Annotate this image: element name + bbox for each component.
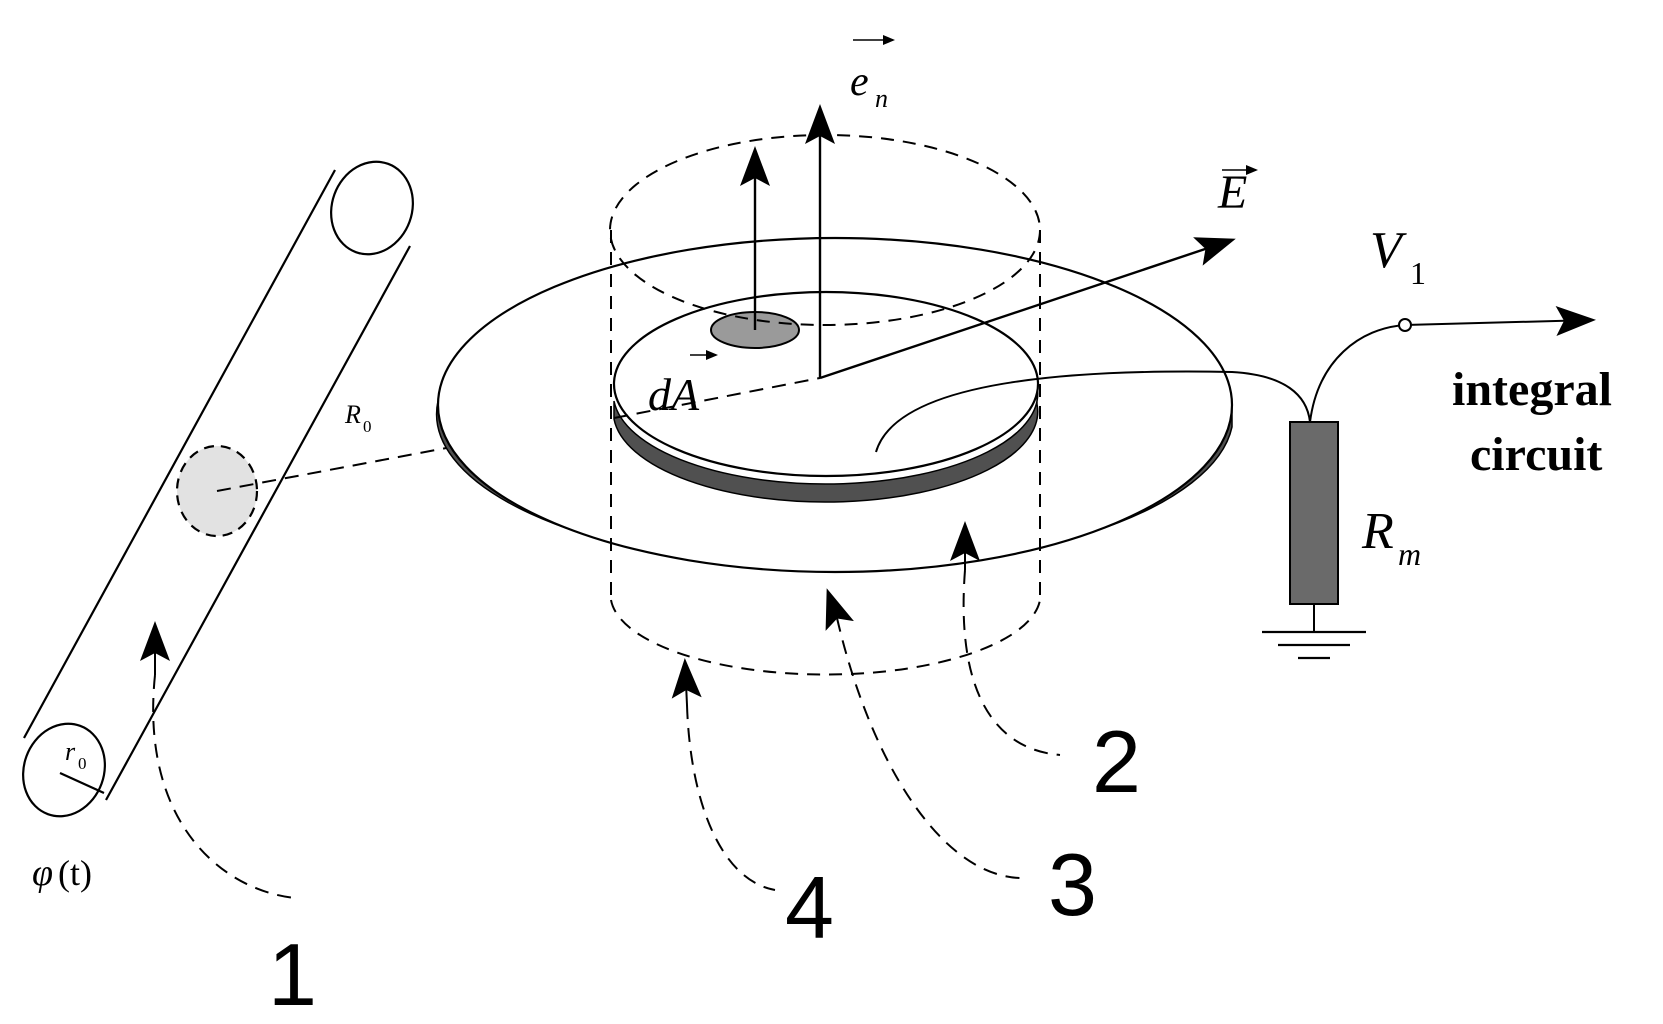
callout-number-2: 2 [1092,712,1141,811]
normal-vector-label: e n [850,35,895,113]
measuring-resistor-label: R m [1361,503,1421,572]
normal-vector-subscript: n [875,84,888,113]
conductor-radius-symbol: r [65,737,76,766]
conductor-near-end [22,722,106,818]
sensing-electrode-edge [613,385,1039,503]
output-voltage-subscript: 1 [1410,255,1426,291]
distance-label: R 0 [344,400,372,436]
callout-number-3: 3 [1048,835,1097,934]
area-element-label: dA [648,350,718,420]
callout-3-arrow [825,588,854,631]
callout-2-leader [962,569,1061,756]
conductor-edge-right [105,245,411,801]
signal-lead-wire [875,370,1311,453]
field-vector-arrow [819,237,1236,380]
conductor-radius-subscript: 0 [78,754,87,773]
output-voltage-label: V 1 [1370,222,1426,291]
normal-vector-symbol: e [850,59,869,105]
potential-argument: (t) [58,853,92,893]
potential-symbol: φ [32,852,53,894]
callout-4-leader [686,704,776,891]
callout-number-4: 4 [785,858,834,957]
measuring-resistor-subscript: m [1398,536,1421,572]
callout-4-arrow [671,658,702,706]
distance-line-inner [613,377,821,419]
potential-label: φ (t) [32,852,92,894]
conductor-radius-line [59,771,105,795]
conductor-far-end [330,160,414,256]
callout-number-1: 1 [268,925,317,1024]
distance-symbol: R [344,400,361,429]
measuring-resistor [1289,421,1339,605]
field-vector-symbol: E [1217,166,1247,219]
output-text-line2: circuit [1470,428,1602,481]
output-terminal [1398,318,1412,332]
measuring-resistor-symbol: R [1361,503,1394,560]
output-text-line1: integral [1452,363,1612,416]
gaussian-surface-bottom [610,599,1041,676]
distance-subscript: 0 [363,417,372,436]
area-element-symbol: dA [648,369,700,420]
callout-1-leader [152,674,296,899]
conductor-edge-left [23,169,336,739]
field-vector-label: E [1217,165,1258,219]
callout-3-leader [836,617,1021,879]
conductor-radius-label: r 0 [65,737,87,773]
output-voltage-symbol: V [1370,222,1407,279]
ground-symbol [1262,630,1366,660]
conductor-cylinder [22,160,414,818]
